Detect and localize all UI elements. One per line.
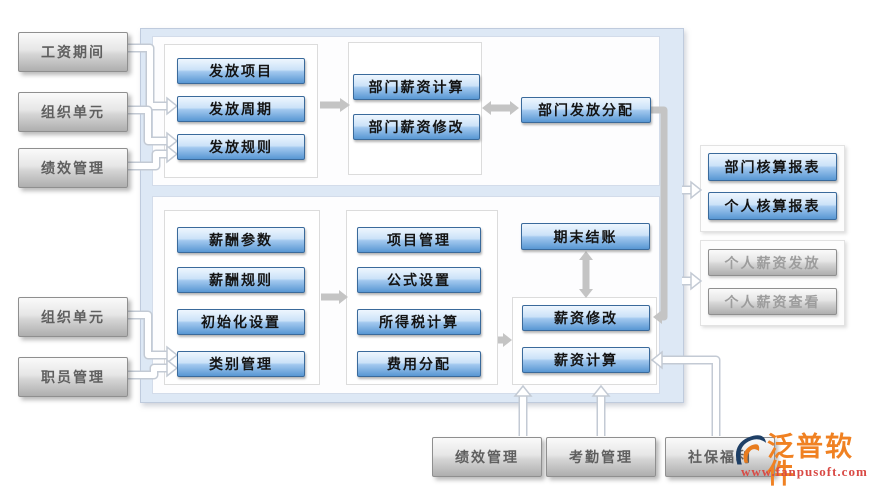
input-attendance: 考勤管理 (546, 437, 656, 477)
node-expense-allocation-label: 费用分配 (387, 357, 451, 373)
dept-salary-group (348, 42, 482, 175)
input-attendance-label: 考勤管理 (569, 450, 633, 466)
node-formula-setup-label: 公式设置 (387, 273, 451, 289)
node-period-end-close: 期末结账 (521, 223, 650, 250)
node-issue-cycle: 发放周期 (177, 96, 305, 122)
input-org-unit-bottom: 组织单元 (18, 297, 128, 337)
node-init-setup-label: 初始化设置 (201, 315, 281, 331)
input-staff-mgmt: 职员管理 (18, 357, 128, 397)
input-org-unit-bottom-label: 组织单元 (41, 310, 105, 326)
node-income-tax-calc: 所得税计算 (357, 309, 481, 335)
connector-to-personal-output (682, 271, 703, 291)
node-personal-salary-view: 个人薪资查看 (708, 288, 837, 315)
node-personal-salary-issue-label: 个人薪资发放 (724, 255, 821, 272)
node-category-mgmt: 类别管理 (177, 351, 305, 377)
node-salary-rules: 薪酬规则 (177, 267, 305, 293)
node-salary-params: 薪酬参数 (177, 227, 305, 253)
node-personal-report-label: 个人核算报表 (724, 199, 821, 215)
input-performance-top: 绩效管理 (18, 148, 128, 188)
input-salary-period-label: 工资期间 (41, 45, 105, 61)
node-personal-salary-issue: 个人薪资发放 (708, 249, 837, 276)
node-issue-cycle-label: 发放周期 (209, 102, 273, 118)
node-personal-salary-view-label: 个人薪资查看 (724, 294, 821, 311)
input-salary-period: 工资期间 (18, 32, 128, 72)
node-project-mgmt: 项目管理 (357, 227, 481, 253)
input-org-unit-top-label: 组织单元 (41, 105, 105, 121)
node-salary-params-label: 薪酬参数 (209, 233, 273, 249)
node-dept-report: 部门核算报表 (708, 153, 837, 181)
node-personal-report: 个人核算报表 (708, 192, 837, 220)
input-performance-bottom: 绩效管理 (432, 437, 542, 477)
node-dept-report-label: 部门核算报表 (724, 160, 821, 176)
input-performance-top-label: 绩效管理 (41, 161, 105, 177)
input-performance-bottom-label: 绩效管理 (455, 450, 519, 466)
node-dept-issue-allocation-label: 部门发放分配 (538, 103, 634, 119)
node-project-mgmt-label: 项目管理 (387, 233, 451, 249)
node-expense-allocation: 费用分配 (357, 351, 481, 377)
node-issue-rule: 发放规则 (177, 134, 305, 160)
node-dept-issue-allocation: 部门发放分配 (521, 97, 651, 123)
input-org-unit-top: 组织单元 (18, 92, 128, 132)
node-init-setup: 初始化设置 (177, 309, 305, 335)
logo-swoosh-icon (731, 432, 767, 470)
input-social-security: 社保福利 (665, 437, 775, 477)
node-salary-calc-label: 薪资计算 (554, 353, 618, 369)
node-category-mgmt-label: 类别管理 (209, 357, 273, 373)
vendor-logo: 泛普软件 www.fanpusoft.com (731, 428, 871, 488)
logo-website: www.fanpusoft.com (741, 464, 868, 479)
input-social-security-label: 社保福利 (688, 450, 752, 466)
node-period-end-close-label: 期末结账 (553, 229, 618, 246)
node-dept-salary-calc-label: 部门薪资计算 (368, 80, 465, 96)
node-formula-setup: 公式设置 (357, 267, 481, 293)
node-issue-item-label: 发放项目 (209, 64, 273, 80)
node-income-tax-calc-label: 所得税计算 (379, 315, 459, 331)
connector-to-report-output (682, 180, 703, 200)
node-salary-rules-label: 薪酬规则 (209, 273, 273, 289)
node-dept-salary-calc: 部门薪资计算 (353, 74, 480, 100)
node-dept-salary-modify-label: 部门薪资修改 (368, 120, 465, 136)
input-staff-mgmt-label: 职员管理 (41, 370, 105, 386)
node-salary-modify: 薪资修改 (522, 305, 650, 331)
node-issue-rule-label: 发放规则 (209, 140, 273, 156)
node-dept-salary-modify: 部门薪资修改 (353, 114, 480, 140)
logo-name: 泛普软件 (767, 432, 854, 490)
node-salary-modify-label: 薪资修改 (554, 311, 618, 327)
node-salary-calc: 薪资计算 (522, 347, 650, 373)
node-issue-item: 发放项目 (177, 58, 305, 84)
